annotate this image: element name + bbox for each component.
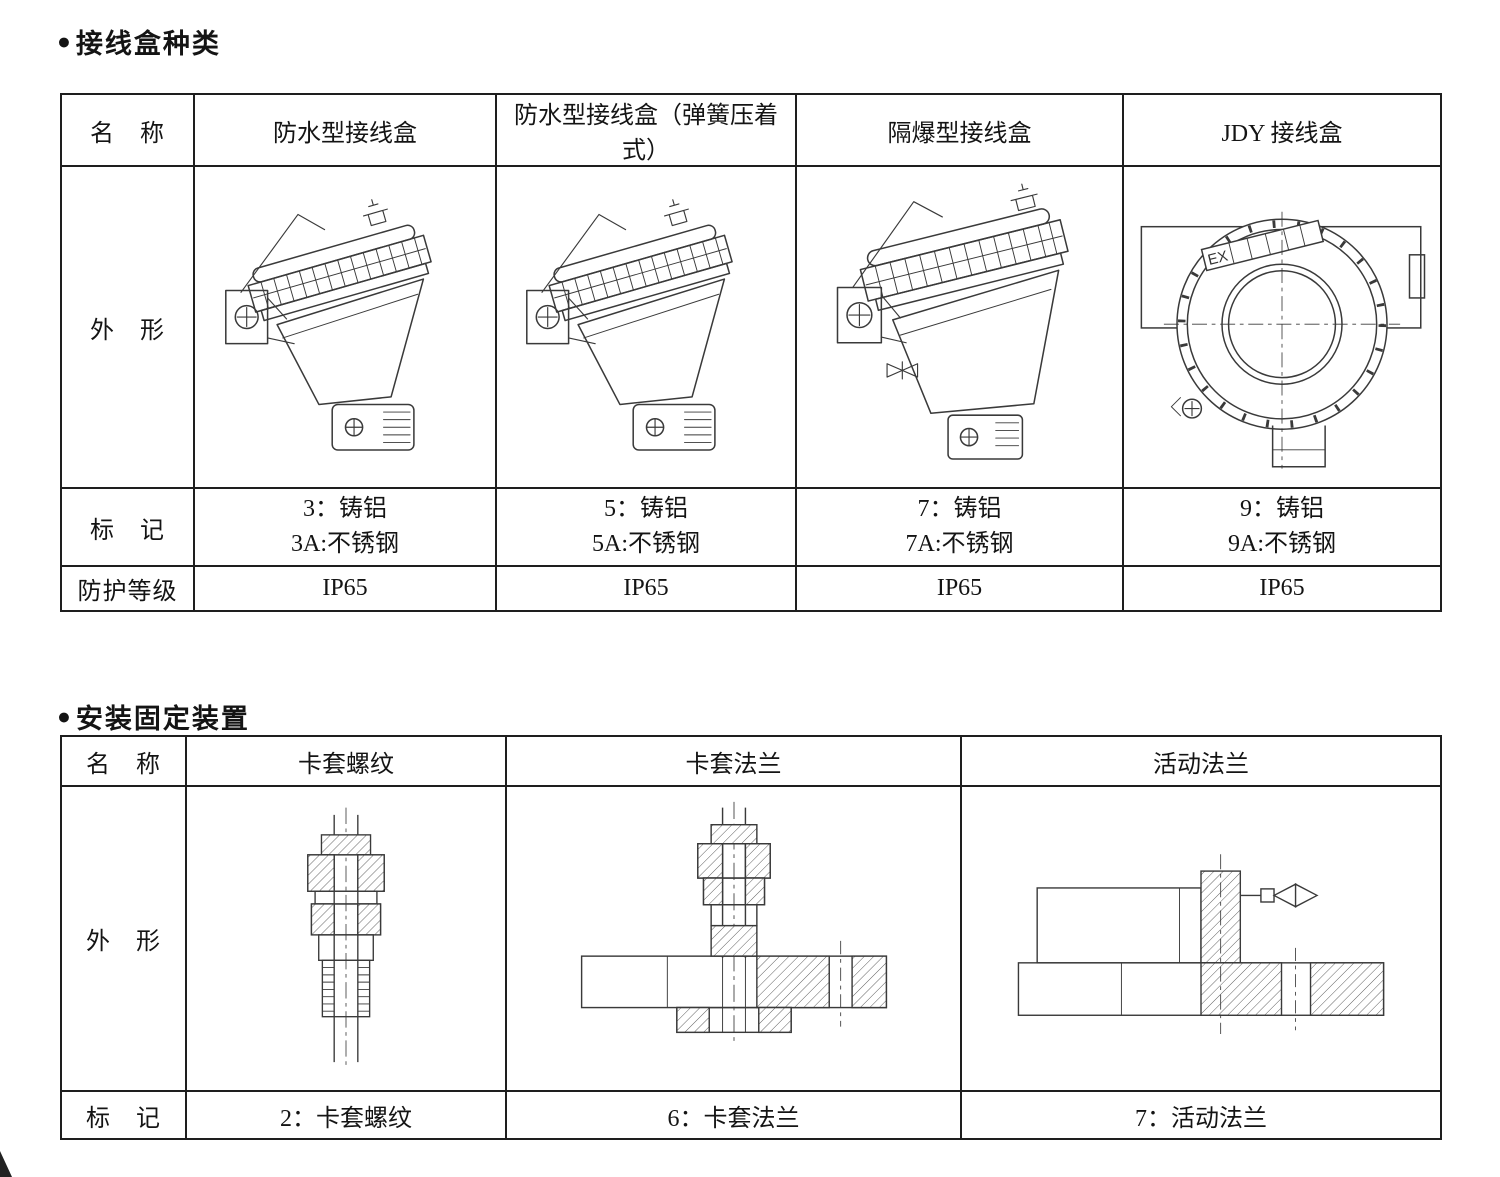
mark-line-1: 5：铸铝	[604, 496, 688, 522]
row-label-shape: 外 形	[60, 785, 187, 1092]
table-row-shapes: 外 形	[60, 165, 1442, 489]
section-title-junction-boxes: ● 接线盒种类	[57, 22, 221, 61]
mark-cell-waterproof-spring: 5：铸铝 5A:不锈钢	[495, 487, 797, 567]
ip-rating-explosion-proof: IP65	[795, 565, 1124, 612]
table-row-names: 名 称 防水型接线盒 防水型接线盒（弹簧压着式） 隔爆型接线盒 JDY 接线盒	[60, 93, 1442, 167]
table-row-marks: 标 记 2：卡套螺纹 6：卡套法兰 7：活动法兰	[60, 1090, 1442, 1140]
table-row-shapes: 外 形	[60, 785, 1442, 1092]
waterproof-junction-box-drawing	[203, 180, 488, 475]
mark-line-2: 7A:不锈钢	[905, 531, 1014, 557]
bullet-icon: ●	[57, 29, 71, 54]
ip-rating-waterproof-spring: IP65	[495, 565, 797, 612]
row-label-mark: 标 记	[60, 487, 195, 567]
mark-line-2: 5A:不锈钢	[592, 531, 700, 557]
cell-drawing-movable-flange	[960, 785, 1442, 1092]
row-label-shape: 外 形	[60, 165, 195, 489]
column-header-waterproof: 防水型接线盒	[193, 93, 497, 167]
section1-title-text: 接线盒种类	[75, 29, 221, 59]
row-label-mark: 标 记	[60, 1090, 187, 1140]
mark-cell-ferrule-thread: 2：卡套螺纹	[185, 1090, 507, 1140]
mounting-fixture-table: 名 称 卡套螺纹 卡套法兰 活动法兰 外 形 标 记 2：卡套螺纹	[60, 735, 1442, 1140]
junction-box-table: 名 称 防水型接线盒 防水型接线盒（弹簧压着式） 隔爆型接线盒 JDY 接线盒 …	[60, 93, 1442, 612]
page-corner-artifact	[0, 1151, 12, 1177]
column-header-explosion-proof: 隔爆型接线盒	[795, 93, 1124, 167]
mark-cell-waterproof: 3：铸铝 3A:不锈钢	[193, 487, 497, 567]
section2-title-text: 安装固定装置	[75, 704, 250, 734]
section-title-mounting-fixtures: ● 安装固定装置	[57, 697, 250, 736]
ferrule-thread-drawing	[246, 802, 446, 1075]
ferrule-flange-drawing	[534, 796, 934, 1082]
column-header-ferrule-flange: 卡套法兰	[505, 735, 962, 787]
ip-rating-jdy: IP65	[1122, 565, 1442, 612]
mark-line-2: 3A:不锈钢	[291, 531, 399, 557]
row-label-name: 名 称	[60, 735, 187, 787]
jdy-junction-box-drawing	[1132, 172, 1432, 482]
column-header-waterproof-spring: 防水型接线盒（弹簧压着式）	[495, 93, 797, 167]
cell-drawing-waterproof-spring	[495, 165, 797, 489]
mark-line-1: 9：铸铝	[1240, 496, 1324, 522]
mark-cell-ferrule-flange: 6：卡套法兰	[505, 1090, 962, 1140]
explosion-proof-junction-box-drawing	[807, 175, 1112, 480]
row-label-protection: 防护等级	[60, 565, 195, 612]
cell-drawing-waterproof	[193, 165, 497, 489]
column-header-movable-flange: 活动法兰	[960, 735, 1442, 787]
mark-line-1: 3：铸铝	[303, 496, 387, 522]
mark-cell-movable-flange: 7：活动法兰	[960, 1090, 1442, 1140]
cell-drawing-jdy	[1122, 165, 1442, 489]
cell-drawing-ferrule-flange	[505, 785, 962, 1092]
bullet-icon: ●	[57, 704, 71, 729]
row-label-name: 名 称	[60, 93, 195, 167]
column-header-ferrule-thread: 卡套螺纹	[185, 735, 507, 787]
waterproof-spring-junction-box-drawing	[504, 180, 789, 475]
mark-line-1: 7：铸铝	[917, 496, 1002, 522]
mark-cell-explosion-proof: 7：铸铝 7A:不锈钢	[795, 487, 1124, 567]
ip-rating-waterproof: IP65	[193, 565, 497, 612]
column-header-jdy: JDY 接线盒	[1122, 93, 1442, 167]
movable-flange-drawing	[981, 798, 1421, 1079]
cell-drawing-explosion-proof	[795, 165, 1124, 489]
mark-line-2: 9A:不锈钢	[1228, 531, 1336, 557]
cell-drawing-ferrule-thread	[185, 785, 507, 1092]
table-row-names: 名 称 卡套螺纹 卡套法兰 活动法兰	[60, 735, 1442, 787]
table-row-protection: 防护等级 IP65 IP65 IP65 IP65	[60, 565, 1442, 612]
mark-cell-jdy: 9：铸铝 9A:不锈钢	[1122, 487, 1442, 567]
table-row-marks: 标 记 3：铸铝 3A:不锈钢 5：铸铝 5A:不锈钢 7：铸铝 7A:不锈钢 …	[60, 487, 1442, 567]
